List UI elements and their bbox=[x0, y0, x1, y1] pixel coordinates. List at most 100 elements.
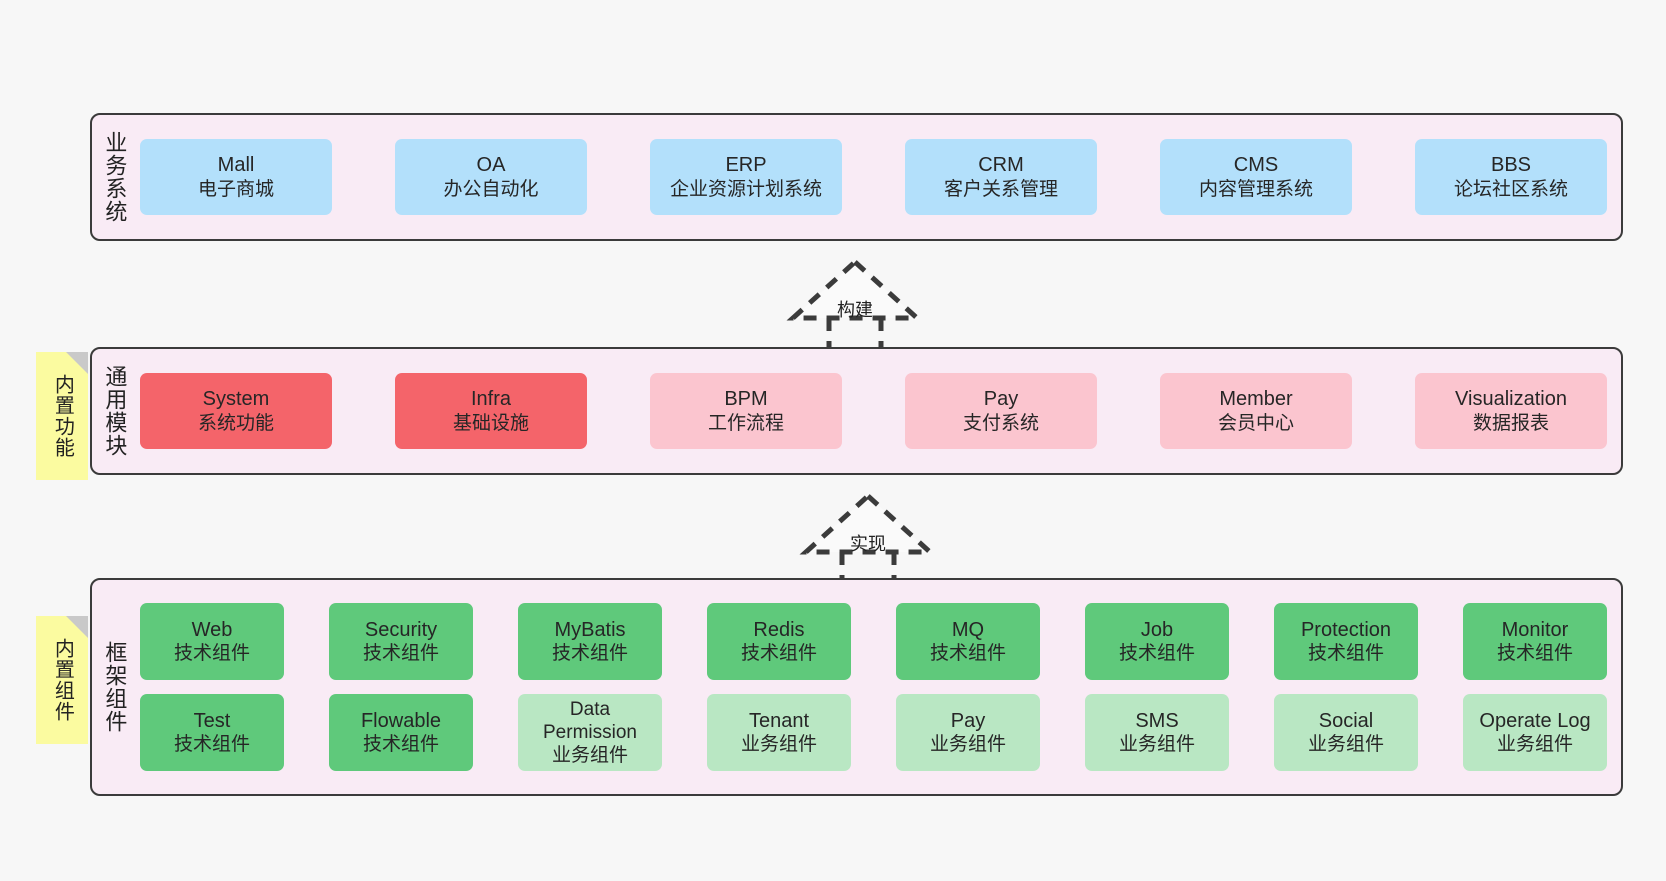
card-subtitle: 业务组件 bbox=[1118, 734, 1195, 756]
card-infra[interactable]: Infra 基础设施 bbox=[395, 373, 587, 449]
card-subtitle: 内容管理系统 bbox=[1198, 178, 1313, 200]
card-web[interactable]: Web 技术组件 bbox=[140, 603, 284, 680]
card-subtitle: 技术组件 bbox=[740, 643, 817, 665]
card-subtitle: 论坛社区系统 bbox=[1453, 178, 1568, 200]
card-subtitle: 技术组件 bbox=[362, 643, 439, 665]
card-pay[interactable]: Pay 支付系统 bbox=[905, 373, 1097, 449]
card-title: Data Permission bbox=[543, 698, 637, 743]
card-crm[interactable]: CRM 客户关系管理 bbox=[905, 139, 1097, 215]
card-title: Social bbox=[1318, 709, 1374, 732]
card-title: ERP bbox=[725, 154, 767, 177]
layer-body-common-modules: System 系统功能 Infra 基础设施 BPM 工作流程 Pay 支付系统… bbox=[136, 349, 1621, 473]
card-title: MQ bbox=[951, 618, 985, 641]
card-subtitle: 业务组件 bbox=[929, 734, 1006, 756]
card-subtitle: 企业资源计划系统 bbox=[669, 178, 822, 200]
card-title: Flowable bbox=[360, 709, 442, 732]
layer-title-framework-components: 框架组件 bbox=[102, 641, 128, 733]
card-subtitle: 技术组件 bbox=[1307, 643, 1384, 665]
card-title: Security bbox=[364, 618, 438, 641]
connector-label: 实现 bbox=[850, 534, 886, 554]
card-title: MyBatis bbox=[554, 618, 626, 641]
card-sms[interactable]: SMS 业务组件 bbox=[1085, 694, 1229, 771]
card-subtitle: 业务组件 bbox=[551, 745, 628, 767]
layer-business-systems: 业务系统 Mall 电子商城 OA 办公自动化 ERP 企业资源计划系统 CRM… bbox=[90, 113, 1623, 241]
layer-common-modules: 通用模块 System 系统功能 Infra 基础设施 BPM 工作流程 Pay… bbox=[90, 347, 1623, 475]
card-subtitle: 技术组件 bbox=[929, 643, 1006, 665]
card-row: Web 技术组件 Security 技术组件 MyBatis 技术组件 Redi… bbox=[140, 603, 1607, 680]
card-job[interactable]: Job 技术组件 bbox=[1085, 603, 1229, 680]
card-test[interactable]: Test 技术组件 bbox=[140, 694, 284, 771]
card-mall[interactable]: Mall 电子商城 bbox=[140, 139, 332, 215]
folded-corner-icon bbox=[66, 352, 88, 374]
card-tenant[interactable]: Tenant 业务组件 bbox=[707, 694, 851, 771]
card-title: Job bbox=[1140, 618, 1174, 641]
card-subtitle: 技术组件 bbox=[1118, 643, 1195, 665]
card-bpm[interactable]: BPM 工作流程 bbox=[650, 373, 842, 449]
card-title: Test bbox=[193, 709, 231, 732]
card-title: Tenant bbox=[748, 709, 810, 732]
sticky-note-label: 内置功能 bbox=[51, 374, 74, 458]
sticky-note-builtin-components: 内置组件 bbox=[36, 616, 88, 744]
card-social[interactable]: Social 业务组件 bbox=[1274, 694, 1418, 771]
card-title: CRM bbox=[978, 154, 1024, 177]
connector-build: 构建 bbox=[765, 258, 945, 358]
layer-title-business-systems: 业务系统 bbox=[102, 131, 128, 223]
sticky-note-builtin-functions: 内置功能 bbox=[36, 352, 88, 480]
card-monitor[interactable]: Monitor 技术组件 bbox=[1463, 603, 1607, 680]
card-subtitle: 会员中心 bbox=[1217, 412, 1294, 434]
card-operate-log[interactable]: Operate Log 业务组件 bbox=[1463, 694, 1607, 771]
card-row: Test 技术组件 Flowable 技术组件 Data Permission … bbox=[140, 694, 1607, 771]
card-title: CMS bbox=[1233, 154, 1279, 177]
layer-title-common-modules: 通用模块 bbox=[102, 365, 128, 457]
folded-corner-icon bbox=[66, 616, 88, 638]
card-title: BBS bbox=[1490, 154, 1532, 177]
card-subtitle: 业务组件 bbox=[1307, 734, 1384, 756]
card-title: Member bbox=[1219, 388, 1293, 411]
card-erp[interactable]: ERP 企业资源计划系统 bbox=[650, 139, 842, 215]
card-title: Web bbox=[191, 618, 233, 641]
card-title: Protection bbox=[1300, 618, 1392, 641]
card-subtitle: 基础设施 bbox=[452, 412, 529, 434]
card-flowable[interactable]: Flowable 技术组件 bbox=[329, 694, 473, 771]
card-title: Infra bbox=[470, 388, 512, 411]
sticky-note-label: 内置组件 bbox=[51, 638, 74, 722]
card-title: Pay bbox=[950, 709, 986, 732]
card-data-permission[interactable]: Data Permission 业务组件 bbox=[518, 694, 662, 771]
card-subtitle: 系统功能 bbox=[197, 412, 274, 434]
card-security[interactable]: Security 技术组件 bbox=[329, 603, 473, 680]
card-visualization[interactable]: Visualization 数据报表 bbox=[1415, 373, 1607, 449]
layer-framework-components: 框架组件 Web 技术组件 Security 技术组件 MyBatis 技术组件… bbox=[90, 578, 1623, 796]
card-mybatis[interactable]: MyBatis 技术组件 bbox=[518, 603, 662, 680]
card-title: BPM bbox=[724, 388, 768, 411]
card-mq[interactable]: MQ 技术组件 bbox=[896, 603, 1040, 680]
layer-body-business-systems: Mall 电子商城 OA 办公自动化 ERP 企业资源计划系统 CRM 客户关系… bbox=[136, 115, 1621, 239]
card-cms[interactable]: CMS 内容管理系统 bbox=[1160, 139, 1352, 215]
card-row: Mall 电子商城 OA 办公自动化 ERP 企业资源计划系统 CRM 客户关系… bbox=[140, 139, 1607, 215]
card-member[interactable]: Member 会员中心 bbox=[1160, 373, 1352, 449]
card-bbs[interactable]: BBS 论坛社区系统 bbox=[1415, 139, 1607, 215]
card-pay-business[interactable]: Pay 业务组件 bbox=[896, 694, 1040, 771]
card-subtitle: 业务组件 bbox=[740, 734, 817, 756]
card-subtitle: 客户关系管理 bbox=[943, 178, 1058, 200]
card-protection[interactable]: Protection 技术组件 bbox=[1274, 603, 1418, 680]
connector-implement: 实现 bbox=[778, 492, 958, 592]
card-subtitle: 技术组件 bbox=[1496, 643, 1573, 665]
card-subtitle: 支付系统 bbox=[962, 412, 1039, 434]
card-subtitle: 技术组件 bbox=[173, 643, 250, 665]
card-subtitle: 业务组件 bbox=[1496, 734, 1573, 756]
connector-label: 构建 bbox=[837, 300, 873, 320]
card-title: Mall bbox=[217, 154, 255, 177]
card-title: Visualization bbox=[1455, 388, 1567, 411]
card-oa[interactable]: OA 办公自动化 bbox=[395, 139, 587, 215]
card-subtitle: 技术组件 bbox=[362, 734, 439, 756]
card-row: System 系统功能 Infra 基础设施 BPM 工作流程 Pay 支付系统… bbox=[140, 373, 1607, 449]
card-subtitle: 技术组件 bbox=[551, 643, 628, 665]
card-system[interactable]: System 系统功能 bbox=[140, 373, 332, 449]
layer-body-framework-components: Web 技术组件 Security 技术组件 MyBatis 技术组件 Redi… bbox=[136, 580, 1621, 794]
card-subtitle: 数据报表 bbox=[1472, 412, 1549, 434]
card-title: System bbox=[202, 388, 270, 411]
card-redis[interactable]: Redis 技术组件 bbox=[707, 603, 851, 680]
card-subtitle: 技术组件 bbox=[173, 734, 250, 756]
card-title: SMS bbox=[1135, 709, 1179, 732]
